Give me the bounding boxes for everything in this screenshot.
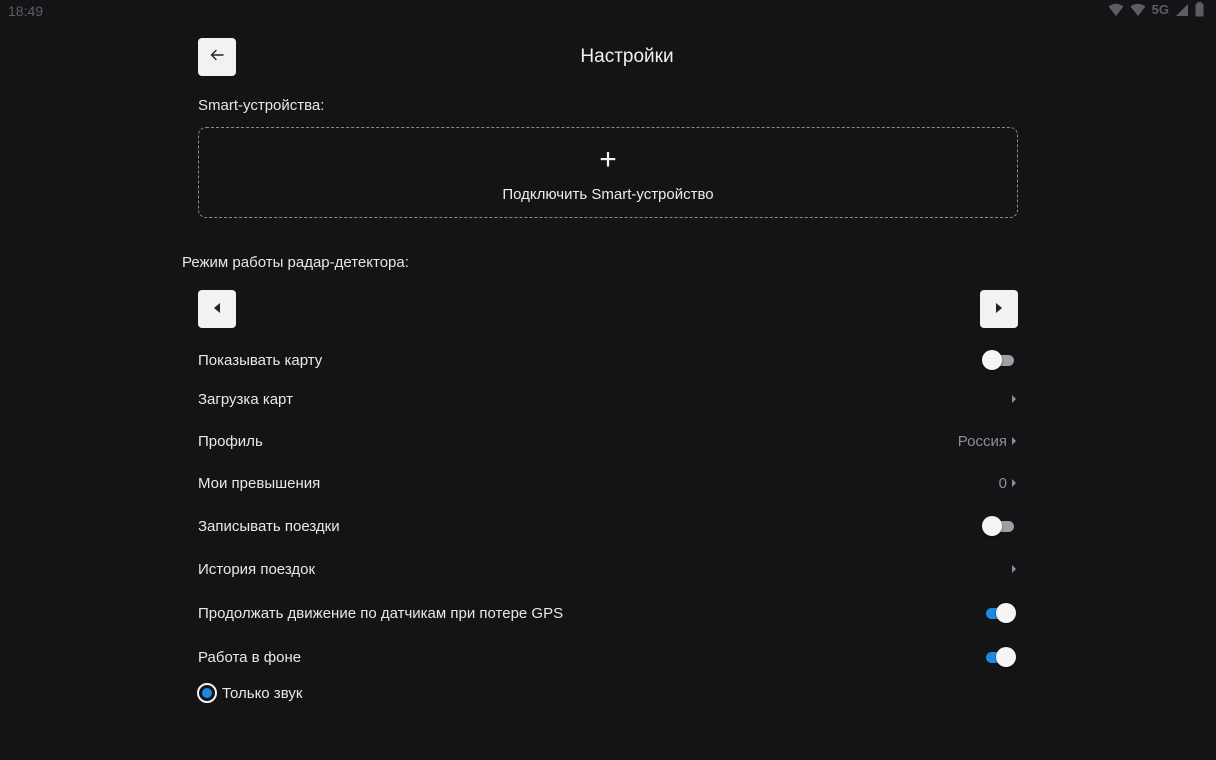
sound-only-option[interactable]: Только звук <box>197 683 302 703</box>
gps-loss-toggle[interactable] <box>982 602 1016 624</box>
network-type-label: 5G <box>1151 2 1169 17</box>
page-title: Настройки <box>580 46 674 67</box>
chevron-right-icon <box>1010 394 1018 404</box>
toggle-knob <box>996 603 1016 623</box>
row-right: 0 <box>999 475 1018 492</box>
triangle-right-icon <box>996 300 1002 318</box>
row-right <box>1010 564 1018 574</box>
connect-smart-device-button[interactable]: + Подключить Smart-устройство <box>198 127 1018 218</box>
connect-smart-device-label: Подключить Smart-устройство <box>502 186 714 203</box>
setting-profile[interactable]: Профиль Россия <box>198 426 1018 456</box>
arrow-left-icon <box>210 48 224 66</box>
setting-record-trips[interactable]: Записывать поездки <box>198 511 1018 541</box>
setting-show-map-label: Показывать карту <box>198 351 323 369</box>
setting-my-speeding[interactable]: Мои превышения 0 <box>198 468 1018 498</box>
chevron-right-icon <box>1010 478 1018 488</box>
status-bar: 18:49 5G <box>0 0 1216 22</box>
profile-value: Россия <box>957 432 1007 450</box>
row-right <box>1010 394 1018 404</box>
setting-background[interactable]: Работа в фоне <box>198 642 1018 672</box>
setting-gps-loss[interactable]: Продолжать движение по датчикам при поте… <box>198 598 1018 628</box>
toggle-knob <box>982 350 1002 370</box>
my-speeding-value: 0 <box>998 474 1007 492</box>
smart-devices-label: Smart-устройства: <box>198 97 325 114</box>
wifi-icon <box>1130 3 1146 17</box>
setting-map-download-label: Загрузка карт <box>198 390 293 408</box>
row-right: Россия <box>958 433 1018 450</box>
settings-page: Настройки Smart-устройства: + Подключить… <box>0 22 1216 760</box>
setting-trip-history[interactable]: История поездок <box>198 554 1018 584</box>
wifi-icon <box>1108 3 1124 17</box>
setting-gps-loss-label: Продолжать движение по датчикам при поте… <box>198 604 564 622</box>
radio-dot <box>202 688 212 698</box>
back-button[interactable] <box>198 38 236 76</box>
battery-icon <box>1195 2 1204 17</box>
status-time: 18:49 <box>8 3 44 19</box>
sound-only-radio[interactable] <box>197 683 217 703</box>
setting-trip-history-label: История поездок <box>198 560 316 578</box>
setting-background-label: Работа в фоне <box>198 648 302 666</box>
plus-icon: + <box>599 143 617 176</box>
setting-record-trips-label: Записывать поездки <box>198 517 340 535</box>
chevron-right-icon <box>1010 436 1018 446</box>
toggle-knob <box>982 516 1002 536</box>
record-trips-toggle[interactable] <box>982 515 1016 537</box>
toggle-knob <box>996 647 1016 667</box>
radar-mode-prev-button[interactable] <box>198 290 236 328</box>
setting-show-map[interactable]: Показывать карту <box>198 345 1018 375</box>
signal-icon <box>1175 3 1189 17</box>
setting-profile-label: Профиль <box>198 432 263 450</box>
setting-my-speeding-label: Мои превышения <box>198 474 321 492</box>
radar-mode-label: Режим работы радар-детектора: <box>182 254 409 271</box>
status-icons: 5G <box>1108 2 1204 17</box>
sound-only-label: Только звук <box>222 684 303 702</box>
show-map-toggle[interactable] <box>982 349 1016 371</box>
radar-mode-next-button[interactable] <box>980 290 1018 328</box>
setting-map-download[interactable]: Загрузка карт <box>198 384 1018 414</box>
triangle-left-icon <box>214 300 220 318</box>
background-toggle[interactable] <box>982 646 1016 668</box>
chevron-right-icon <box>1010 564 1018 574</box>
